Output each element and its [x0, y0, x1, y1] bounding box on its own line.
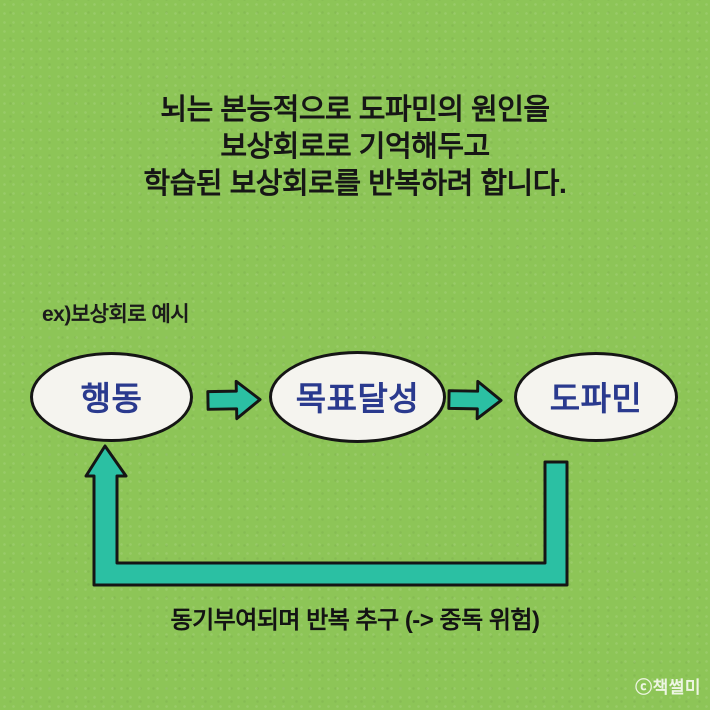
example-label: ex)보상회로 예시 [42, 303, 190, 326]
node-goal-label: 목표달성 [295, 380, 420, 417]
copyright: ⓒ책썰미 [635, 678, 701, 697]
node-action: 행동 [30, 352, 193, 442]
node-goal: 목표달성 [269, 351, 446, 443]
node-action-label: 행동 [80, 380, 143, 417]
loop-caption: 동기부여되며 반복 추구 (-> 중독 위험) [170, 607, 540, 634]
flow-arrow-right-icon [447, 379, 503, 421]
flow-arrow-right-shape [447, 379, 503, 421]
headline: 뇌는 본능적으로 도파민의 원인을 보상회로로 기억해두고 학습된 보상회로를 … [0, 92, 710, 203]
headline-line-1: 뇌는 본능적으로 도파민의 원인을 [160, 94, 550, 126]
headline-keyword: 보상회로 [220, 131, 326, 163]
flow-arrow-right-icon [206, 379, 262, 421]
flow-arrow-right-shape [206, 379, 262, 421]
headline-line-3: 학습된 보상회로를 반복하려 합니다. [143, 168, 567, 200]
node-dopamine: 도파민 [514, 352, 678, 442]
feedback-loop-arrow-shape [84, 444, 569, 587]
headline-line-2-rest: 로 기억해두고 [325, 131, 490, 163]
node-dopamine-label: 도파민 [549, 380, 643, 417]
headline-line-2: 보상회로로 기억해두고 [0, 129, 710, 166]
feedback-loop-arrow-icon [84, 444, 569, 587]
